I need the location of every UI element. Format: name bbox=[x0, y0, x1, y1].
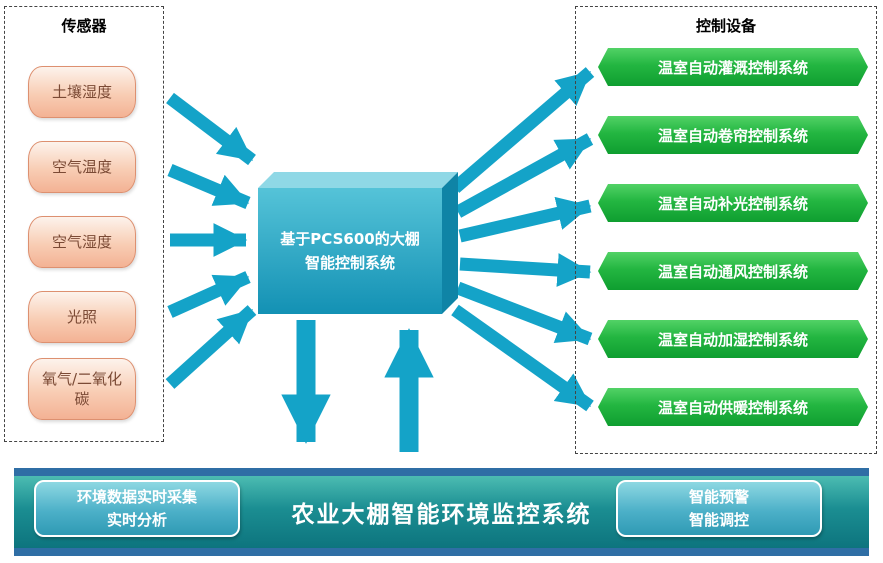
device-box-rolling-shutter: 温室自动卷帘控制系统 bbox=[598, 116, 868, 154]
sensor-box-air-temperature: 空气温度 bbox=[28, 141, 136, 193]
sensor-box-oxygen-co2: 氧气/二氧化碳 bbox=[28, 358, 136, 420]
sensor-box-air-humidity: 空气湿度 bbox=[28, 216, 136, 268]
sensors-panel-title: 传感器 bbox=[61, 17, 107, 35]
controller-label: 基于PCS600的大棚智能控制系统 bbox=[280, 230, 420, 272]
footer-title: 农业大棚智能环境监控系统 bbox=[291, 502, 592, 528]
device-box-humidification: 温室自动加湿控制系统 bbox=[598, 320, 868, 358]
controller-3d-shape bbox=[258, 172, 458, 314]
footer-badge-warning-control: 智能预警 智能调控 bbox=[616, 480, 822, 537]
device-box-ventilation: 温室自动通风控制系统 bbox=[598, 252, 868, 290]
device-box-supplementary-light: 温室自动补光控制系统 bbox=[598, 184, 868, 222]
sensors-panel: 传感器 bbox=[4, 6, 164, 442]
controller-box: 基于PCS600的大棚智能控制系统 bbox=[258, 172, 458, 314]
device-box-heating: 温室自动供暖控制系统 bbox=[598, 388, 868, 426]
sensor-box-soil-humidity: 土壤湿度 bbox=[28, 66, 136, 118]
device-box-irrigation: 温室自动灌溉控制系统 bbox=[598, 48, 868, 86]
sensor-box-light: 光照 bbox=[28, 291, 136, 343]
devices-panel-title: 控制设备 bbox=[695, 17, 756, 35]
footer-badge-data-collection: 环境数据实时采集 实时分析 bbox=[34, 480, 240, 537]
